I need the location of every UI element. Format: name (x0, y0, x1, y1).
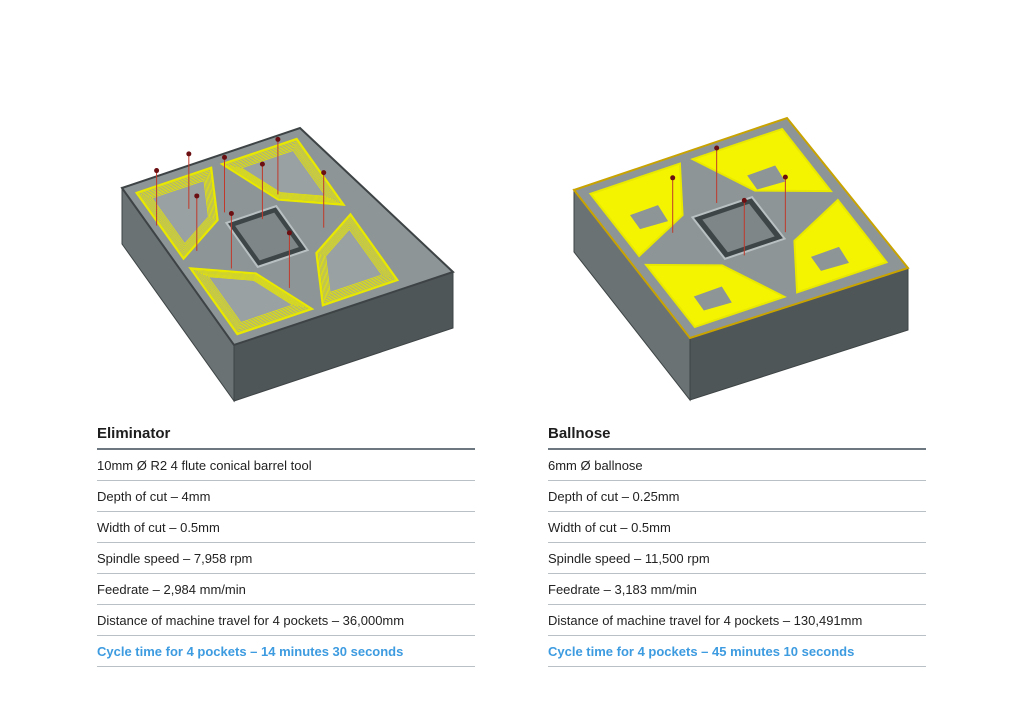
tool-marker-icon (228, 211, 234, 216)
toolpath-ring (237, 148, 330, 198)
toolpath-ring (142, 172, 215, 254)
pocket-floor-flat (693, 286, 732, 311)
tool-marker-icon (321, 170, 327, 176)
toolpath-ring (226, 141, 340, 203)
spec-row-spindle: Spindle speed – 7,958 rpm (97, 543, 475, 574)
spec-row-tool: 6mm Ø ballnose (548, 450, 926, 481)
ballnose-part-render (572, 116, 910, 402)
center-pocket-floor (702, 203, 775, 253)
spec-row-cycle-time: Cycle time for 4 pockets – 45 minutes 10… (548, 636, 926, 667)
tool-marker-icon (154, 168, 160, 174)
toolpath-ring (240, 150, 327, 197)
pocket-floor-flat (810, 246, 849, 271)
spec-row-distance: Distance of machine travel for 4 pockets… (548, 605, 926, 636)
toolpath-ring (191, 268, 311, 333)
spec-row-tool: 10mm Ø R2 4 flute conical barrel tool (97, 450, 475, 481)
ballnose-title: Ballnose (548, 420, 926, 450)
center-pocket-floor (235, 212, 299, 261)
toolpath-ring (323, 226, 385, 295)
ballnose-spec-table: Ballnose 6mm Ø ballnose Depth of cut – 0… (548, 420, 926, 667)
toolpath-ring (317, 215, 396, 305)
pocket-floor-flat (747, 165, 786, 190)
spec-row-spindle: Spindle speed – 11,500 rpm (548, 543, 926, 574)
spec-row-feedrate: Feedrate – 2,984 mm/min (97, 574, 475, 605)
tool-marker-icon (741, 197, 747, 203)
toolpath-ring (146, 176, 212, 249)
tool-marker-icon (286, 230, 292, 236)
toolpath-ring (318, 217, 394, 303)
spec-row-depth: Depth of cut – 0.25mm (548, 481, 926, 512)
pocket-floor-flat (630, 205, 669, 230)
spec-row-width: Width of cut – 0.5mm (97, 512, 475, 543)
toolpath-ring (197, 271, 305, 330)
toolpath-ring (319, 219, 392, 301)
pocket-2 (690, 127, 833, 193)
toolpath-ring (321, 222, 390, 299)
toolpath-ring (138, 168, 217, 258)
toolpath-ring (202, 273, 300, 327)
tool-marker-icon (259, 161, 265, 167)
eliminator-title: Eliminator (97, 420, 475, 450)
spec-row-feedrate: Feedrate – 3,183 mm/min (548, 574, 926, 605)
tool-marker-icon (194, 193, 200, 199)
toolpath-ring (223, 140, 343, 205)
toolpath-ring (144, 174, 213, 251)
toolpath-ring (232, 145, 335, 201)
toolpath-ring (151, 180, 209, 245)
pocket-3 (793, 198, 889, 294)
toolpath-ring (204, 275, 297, 325)
tool-marker-icon (275, 136, 281, 142)
toolpath-ring (207, 276, 294, 323)
machining-illustrations (120, 116, 910, 403)
tool-marker-icon (186, 151, 192, 157)
spec-row-cycle-time: Cycle time for 4 pockets – 14 minutes 30… (97, 636, 475, 667)
spec-row-distance: Distance of machine travel for 4 pockets… (97, 605, 475, 636)
pocket-1 (588, 162, 684, 258)
tool-marker-icon (222, 154, 227, 160)
tool-marker-icon (714, 145, 720, 151)
spec-row-width: Width of cut – 0.5mm (548, 512, 926, 543)
toolpath-ring (194, 270, 308, 332)
eliminator-part-render (120, 126, 455, 403)
spec-row-depth: Depth of cut – 4mm (97, 481, 475, 512)
tool-marker-icon (782, 174, 788, 180)
toolpath-ring (149, 178, 211, 247)
toolpath-ring (325, 228, 383, 293)
toolpath-ring (322, 224, 388, 297)
toolpath-ring (199, 272, 302, 328)
eliminator-spec-table: Eliminator 10mm Ø R2 4 flute conical bar… (97, 420, 475, 667)
tool-marker-icon (670, 175, 676, 181)
toolpath-ring (234, 146, 332, 200)
toolpath-ring (140, 170, 216, 256)
